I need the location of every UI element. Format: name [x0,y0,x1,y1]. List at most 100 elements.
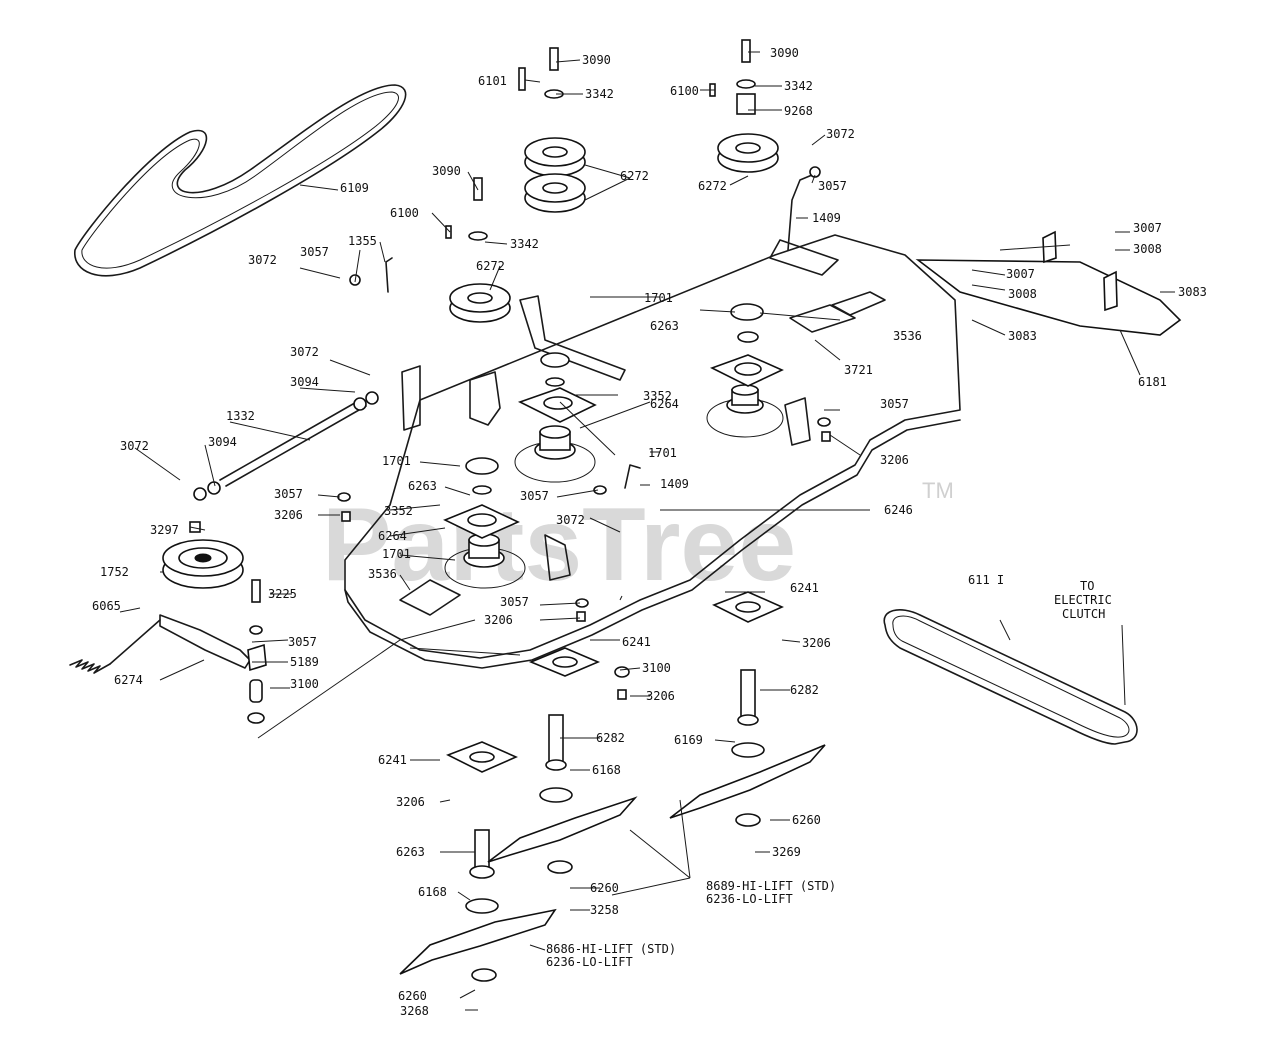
callout-3342: 3342 [784,79,813,93]
callout-3342: 3342 [585,87,614,101]
callouts: 3090 3342 6101 6272 3090 3342 6100 9268 … [92,46,1207,1018]
callout-6241: 6241 [622,635,651,649]
watermark: PartsTree [322,487,796,603]
callout-6272: 6272 [620,169,649,183]
callout-3094: 3094 [208,435,237,449]
blade-note-a-line2: 6236-LO-LIFT [706,892,793,906]
electric-clutch-note-2: ELECTRIC [1054,593,1112,607]
callout-5189: 5189 [290,655,319,669]
callout-6263: 6263 [396,845,425,859]
callout-3536: 3536 [893,329,922,343]
callout-3100: 3100 [290,677,319,691]
callout-3057: 3057 [520,489,549,503]
callout-1332: 1332 [226,409,255,423]
callout-3008: 3008 [1133,242,1162,256]
callout-6260: 6260 [792,813,821,827]
callout-6282: 6282 [596,731,625,745]
callout-6264: 6264 [650,397,679,411]
callout-6260: 6260 [590,881,619,895]
callout-3206: 3206 [802,636,831,650]
callout-3057: 3057 [288,635,317,649]
callout-6065: 6065 [92,599,121,613]
callout-3206: 3206 [274,508,303,522]
callout-6264: 6264 [378,529,407,543]
callout-3206: 3206 [646,689,675,703]
callout-3072: 3072 [290,345,319,359]
callout-1701: 1701 [382,454,411,468]
callout-3206: 3206 [484,613,513,627]
drive-belt [74,84,407,277]
callout-3072: 3072 [248,253,277,267]
blade-note-b-line1: 8686-HI-LIFT (STD) [546,942,676,956]
callout-3057: 3057 [274,487,303,501]
callout-3090: 3090 [770,46,799,60]
callout-3100: 3100 [642,661,671,675]
callout-3090: 3090 [582,53,611,67]
callout-6282: 6282 [790,683,819,697]
callout-1409: 1409 [812,211,841,225]
callout-1701: 1701 [382,547,411,561]
callout-6181: 6181 [1138,375,1167,389]
hardware [69,39,1182,982]
callout-3072: 3072 [556,513,585,527]
callout-6263: 6263 [650,319,679,333]
callout-1409: 1409 [660,477,689,491]
callout-3268: 3268 [400,1004,429,1018]
spindle-pulleys [162,133,779,589]
callout-6263: 6263 [408,479,437,493]
callout-3072: 3072 [826,127,855,141]
watermark-tm: TM [922,478,954,503]
electric-clutch-note-3: CLUTCH [1062,607,1105,621]
callout-3057: 3057 [880,397,909,411]
callout-3007: 3007 [1133,221,1162,235]
callout-3352: 3352 [643,389,672,403]
callout-6101: 6101 [478,74,507,88]
callout-3206: 3206 [396,795,425,809]
callout-3083: 3083 [1008,329,1037,343]
callout-3258: 3258 [590,903,619,917]
callout-1355: 1355 [348,234,377,248]
callout-3352: 3352 [384,504,413,518]
callout-3057: 3057 [300,245,329,259]
callout-6100: 6100 [670,84,699,98]
callout-6272: 6272 [476,259,505,273]
callout-3094: 3094 [290,375,319,389]
callout-6169: 6169 [674,733,703,747]
callout-3007: 3007 [1006,267,1035,281]
callout-3225: 3225 [268,587,297,601]
callout-6168: 6168 [418,885,447,899]
callout-3083: 3083 [1178,285,1207,299]
callout-3536: 3536 [368,567,397,581]
callout-3721: 3721 [844,363,873,377]
callout-6260: 6260 [398,989,427,1003]
callout-3008: 3008 [1008,287,1037,301]
callout-6109: 6109 [340,181,369,195]
callout-3342: 3342 [510,237,539,251]
callout-3269: 3269 [772,845,801,859]
callout-6168: 6168 [592,763,621,777]
callout-611: 611 I [968,573,1004,587]
callout-3072: 3072 [120,439,149,453]
callout-3090: 3090 [432,164,461,178]
clutch-belt [883,609,1138,745]
callout-6241: 6241 [378,753,407,767]
callout-1701: 1701 [648,446,677,460]
callout-3057: 3057 [500,595,529,609]
callout-6274: 6274 [114,673,143,687]
callout-leaders [119,51,1175,1011]
callout-6246: 6246 [884,503,913,517]
callout-3297: 3297 [150,523,179,537]
electric-clutch-note-1: TO [1080,579,1094,593]
callout-9268: 9268 [784,104,813,118]
callout-6272: 6272 [698,179,727,193]
blade-note-a-line1: 8689-HI-LIFT (STD) [706,879,836,893]
callout-6241: 6241 [790,581,819,595]
callout-3206: 3206 [880,453,909,467]
callout-1701: 1701 [644,291,673,305]
blade-note-b-line2: 6236-LO-LIFT [546,955,633,969]
callout-6100: 6100 [390,206,419,220]
mower-deck [344,234,961,669]
callout-3057: 3057 [818,179,847,193]
